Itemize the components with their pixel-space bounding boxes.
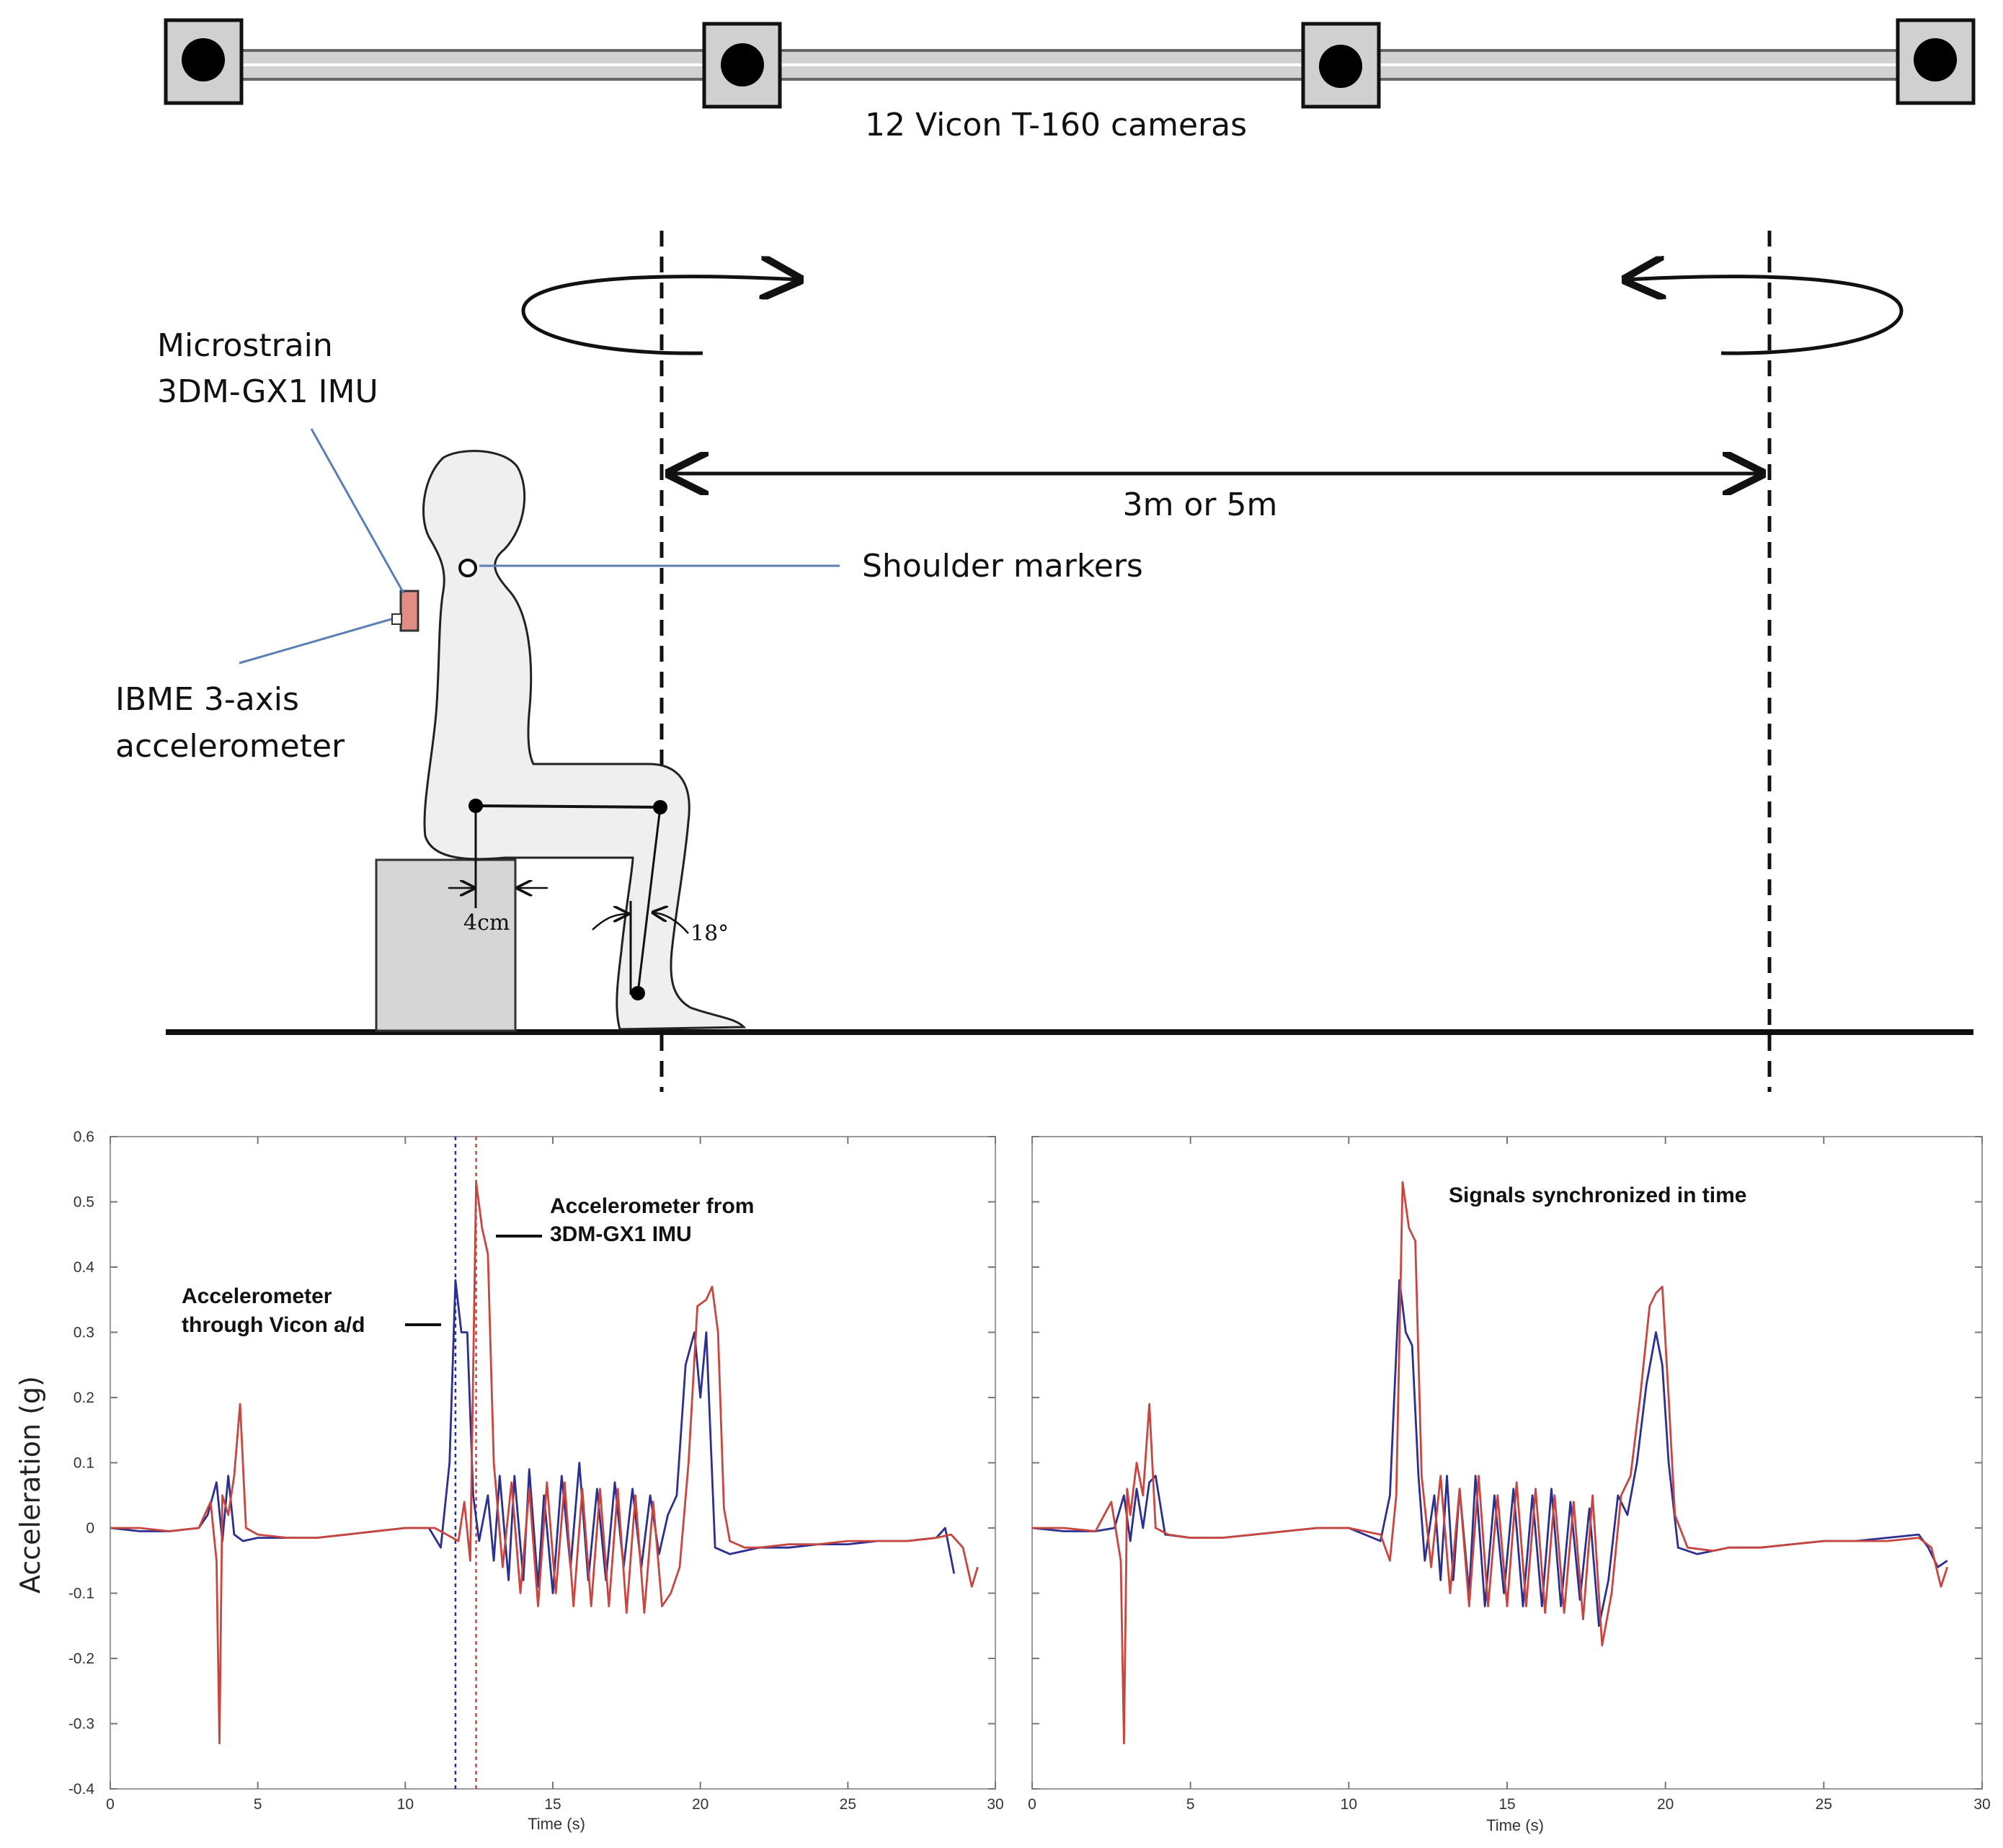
x-tick-label: 0 (1028, 1796, 1036, 1813)
series-line-1 (1032, 1181, 1949, 1745)
camera-1 (164, 18, 244, 105)
y-axis-label: Acceleration (g) (14, 1376, 46, 1594)
y-tick-label: 0.6 (74, 1129, 94, 1145)
hip-marker (468, 799, 483, 813)
camera-4 (1896, 18, 1976, 105)
walkway: 3m or 5m (166, 231, 1973, 1092)
annotation-imu-line1: Accelerometer from (550, 1194, 754, 1218)
y-ticks (1032, 1136, 1982, 1790)
knee-marker (653, 800, 667, 814)
seat-box (375, 858, 517, 1032)
cameras-label: 12 Vicon T-160 cameras (865, 107, 1247, 143)
x-tick-label: 30 (987, 1796, 1003, 1813)
y-tick-label: 0.5 (74, 1194, 94, 1211)
shank-segment (636, 807, 662, 994)
shoulder-label: Shoulder markers (862, 548, 1143, 585)
shoulder-marker (458, 559, 477, 577)
x-tick-label: 20 (1657, 1796, 1674, 1813)
y-tick-label: 0.4 (74, 1259, 95, 1276)
series-group (110, 1181, 979, 1745)
device-labels: Microstrain 3DM-GX1 IMU IBME 3-axis acce… (115, 327, 1143, 765)
x-tick-label: 10 (397, 1796, 414, 1813)
shank-angle-label: 18° (690, 921, 729, 946)
imu-connector (310, 428, 405, 594)
camera-lens-icon (1914, 38, 1957, 81)
annotation-vicon-line1: Accelerometer (182, 1284, 332, 1308)
accel-label-line1: IBME 3-axis (115, 681, 299, 718)
camera-3 (1301, 22, 1381, 109)
accel-label-line2: accelerometer (115, 728, 345, 765)
series-line-1 (110, 1181, 979, 1745)
x-tick-label: 25 (1816, 1796, 1832, 1813)
imu-label-line1: Microstrain (157, 327, 333, 364)
thigh-segment (475, 804, 661, 809)
subject-figure: 4cm 18° (375, 450, 747, 1032)
x-tick-label: 5 (254, 1796, 262, 1813)
x-axis-label: Time (s) (528, 1815, 585, 1833)
turn-arrow-left-icon (521, 277, 800, 355)
x-tick-label: 10 (1341, 1796, 1357, 1813)
chart-unsynchronized: 0.6 0.5 0.4 0.3 0.2 0.1 0 -0.1 -0.2 -0.3 -0.4 0 5 10… (14, 1129, 1004, 1833)
x-tick-label: 15 (1498, 1796, 1515, 1813)
x-ticks: 0 5 10 15 20 25 30 (1028, 1137, 1991, 1813)
chart-title: Signals synchronized in time (1449, 1183, 1746, 1207)
accelerometer-device (391, 613, 402, 625)
distance-label: 3m or 5m (1123, 487, 1278, 523)
y-tick-label: -0.1 (68, 1586, 94, 1602)
chart-frame (110, 1136, 996, 1790)
angle-arrow-right-icon (653, 912, 689, 934)
y-tick-label: 0.3 (74, 1325, 94, 1341)
person-silhouette (422, 450, 747, 1031)
series-group (1031, 1181, 1949, 1745)
y-tick-label: 0.1 (74, 1455, 94, 1472)
seat-offset-label: 4cm (463, 910, 510, 936)
x-tick-label: 5 (1186, 1796, 1195, 1813)
turn-arrow-right-icon (1625, 277, 1904, 355)
camera-rail: 12 Vicon T-160 cameras (164, 18, 1976, 143)
chart-frame (1031, 1136, 1983, 1790)
x-tick-label: 15 (544, 1796, 561, 1813)
x-ticks: 0 5 10 15 20 25 30 (106, 1137, 1004, 1813)
y-ticks: 0.6 0.5 0.4 0.3 0.2 0.1 0 -0.1 -0.2 -0.3 -0.4 (68, 1129, 995, 1798)
annotation-vicon: Accelerometer through Vicon a/d (182, 1284, 441, 1337)
angle-arrow-left-icon (592, 914, 628, 930)
y-tick-label: 0 (86, 1520, 94, 1537)
y-tick-label: -0.4 (68, 1781, 95, 1798)
x-axis-label: Time (s) (1486, 1816, 1544, 1834)
x-tick-label: 0 (106, 1796, 115, 1813)
camera-lens-icon (182, 38, 225, 81)
chart-synchronized: 0 5 10 15 20 25 30 Signals synchronized in tim… (1028, 1136, 1991, 1834)
camera-lens-icon (1319, 45, 1362, 88)
y-tick-label: 0.2 (74, 1390, 94, 1406)
imu-label-line2: 3DM-GX1 IMU (157, 373, 378, 410)
series-line-0 (110, 1279, 956, 1594)
annotation-imu: Accelerometer from 3DM-GX1 IMU (496, 1194, 754, 1246)
accel-connector (239, 618, 392, 665)
ankle-marker (631, 986, 645, 1000)
y-tick-label: -0.2 (68, 1651, 94, 1667)
x-tick-label: 20 (692, 1796, 709, 1813)
imu-device (399, 590, 419, 632)
x-tick-label: 25 (840, 1796, 856, 1813)
annotation-vicon-line2: through Vicon a/d (182, 1313, 365, 1337)
y-tick-label: -0.3 (68, 1716, 94, 1733)
camera-lens-icon (721, 43, 764, 86)
annotation-imu-line2: 3DM-GX1 IMU (550, 1222, 692, 1246)
camera-2 (702, 22, 782, 109)
x-tick-label: 30 (1973, 1796, 1990, 1813)
